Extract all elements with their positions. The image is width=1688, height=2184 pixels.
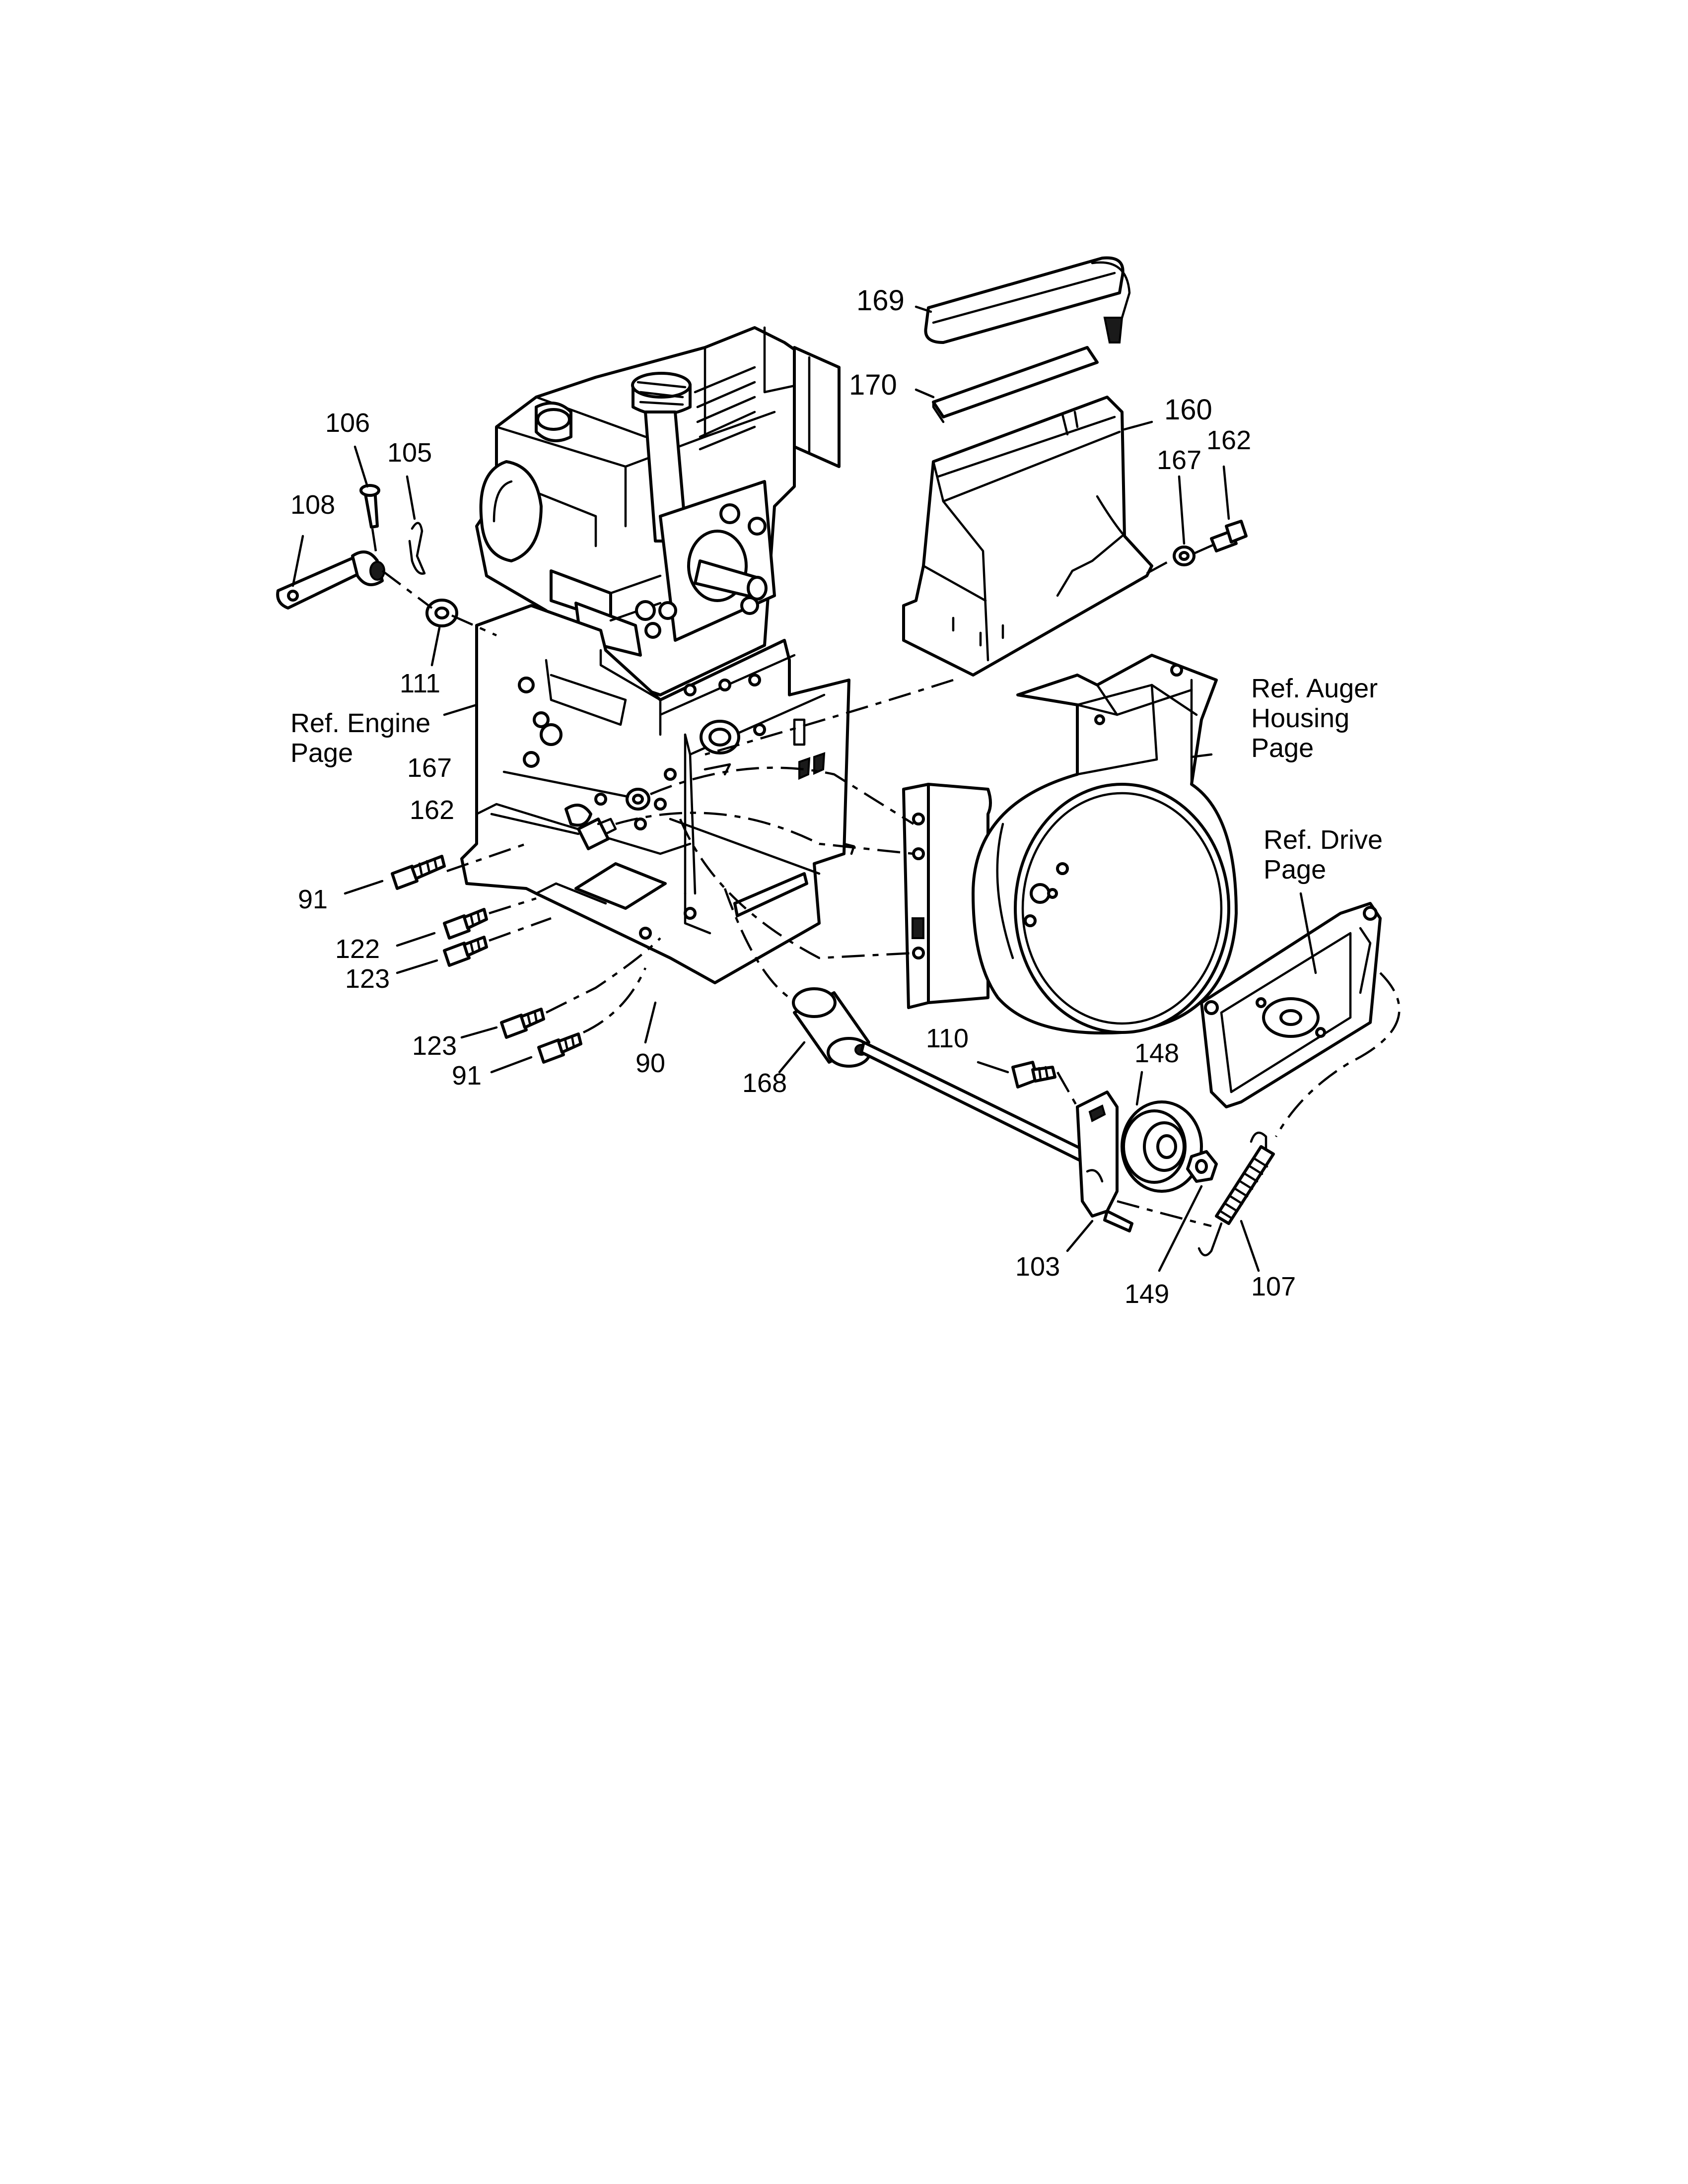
label-169: 169 [856, 284, 905, 317]
bolt-123-upper [443, 936, 488, 967]
ref-drive-line2: Page [1264, 855, 1326, 885]
bolt-123-lower [500, 1008, 545, 1039]
ref-auger-line3: Page [1251, 733, 1314, 763]
washer-111 [425, 599, 458, 627]
ref-engine-line1: Ref. Engine [290, 708, 430, 738]
bolt-122 [443, 908, 488, 940]
label-90: 90 [635, 1048, 665, 1078]
label-107: 107 [1251, 1272, 1296, 1301]
leader-lines [291, 305, 1317, 1272]
assembly-lines [371, 528, 1401, 1228]
label-167-mid: 167 [407, 753, 452, 783]
label-110: 110 [926, 1024, 969, 1053]
roller-168 [792, 987, 871, 1068]
label-168: 168 [742, 1068, 787, 1098]
bolt-91-upper [391, 855, 446, 890]
label-167-top: 167 [1157, 445, 1201, 475]
label-108: 108 [290, 490, 335, 520]
bracket-103 [1076, 1091, 1133, 1232]
pin-106 [359, 484, 380, 529]
label-91-upper: 91 [298, 885, 328, 914]
drive-plate-ref [1200, 902, 1382, 1108]
label-111: 111 [400, 669, 440, 698]
label-122: 122 [335, 934, 380, 964]
label-123-upper: 123 [345, 964, 390, 994]
engine-assembly [475, 326, 841, 696]
ref-auger-line1: Ref. Auger [1251, 674, 1378, 703]
label-162-mid: 162 [410, 795, 454, 825]
hairpin-105 [408, 522, 426, 575]
callout-labels: 169 170 160 167 162 106 105 108 111 Ref.… [290, 284, 1383, 1309]
chute-housing-160 [902, 396, 1153, 677]
rod-108 [276, 550, 385, 610]
label-103: 103 [1015, 1252, 1060, 1282]
label-123-lower: 123 [412, 1031, 457, 1061]
label-170: 170 [849, 369, 897, 401]
ref-drive-line1: Ref. Drive [1264, 825, 1383, 855]
label-106: 106 [325, 408, 370, 438]
bolt-110 [1011, 1061, 1056, 1089]
ref-engine-line2: Page [290, 738, 353, 768]
pulley-148 [1121, 1100, 1203, 1193]
bolt-162-top [1210, 520, 1248, 552]
washer-167-mid [626, 788, 650, 811]
label-105: 105 [387, 438, 432, 468]
nut-149 [1186, 1150, 1218, 1183]
label-91-lower: 91 [452, 1061, 482, 1091]
auger-housing-ref [902, 654, 1238, 1035]
label-148: 148 [1134, 1038, 1179, 1068]
frame-90 [460, 604, 855, 984]
label-160: 160 [1164, 394, 1212, 426]
label-162-top: 162 [1206, 425, 1251, 455]
bolt-162-mid [577, 818, 617, 850]
gasket-170 [932, 346, 1099, 423]
ref-auger-line2: Housing [1251, 703, 1349, 733]
washer-167-top [1173, 546, 1196, 566]
spring-107 [1197, 1131, 1275, 1256]
chute-cover-169 [924, 256, 1131, 344]
shaft [860, 1041, 1099, 1168]
bolt-91-lower [537, 1032, 582, 1064]
label-149: 149 [1125, 1279, 1169, 1309]
